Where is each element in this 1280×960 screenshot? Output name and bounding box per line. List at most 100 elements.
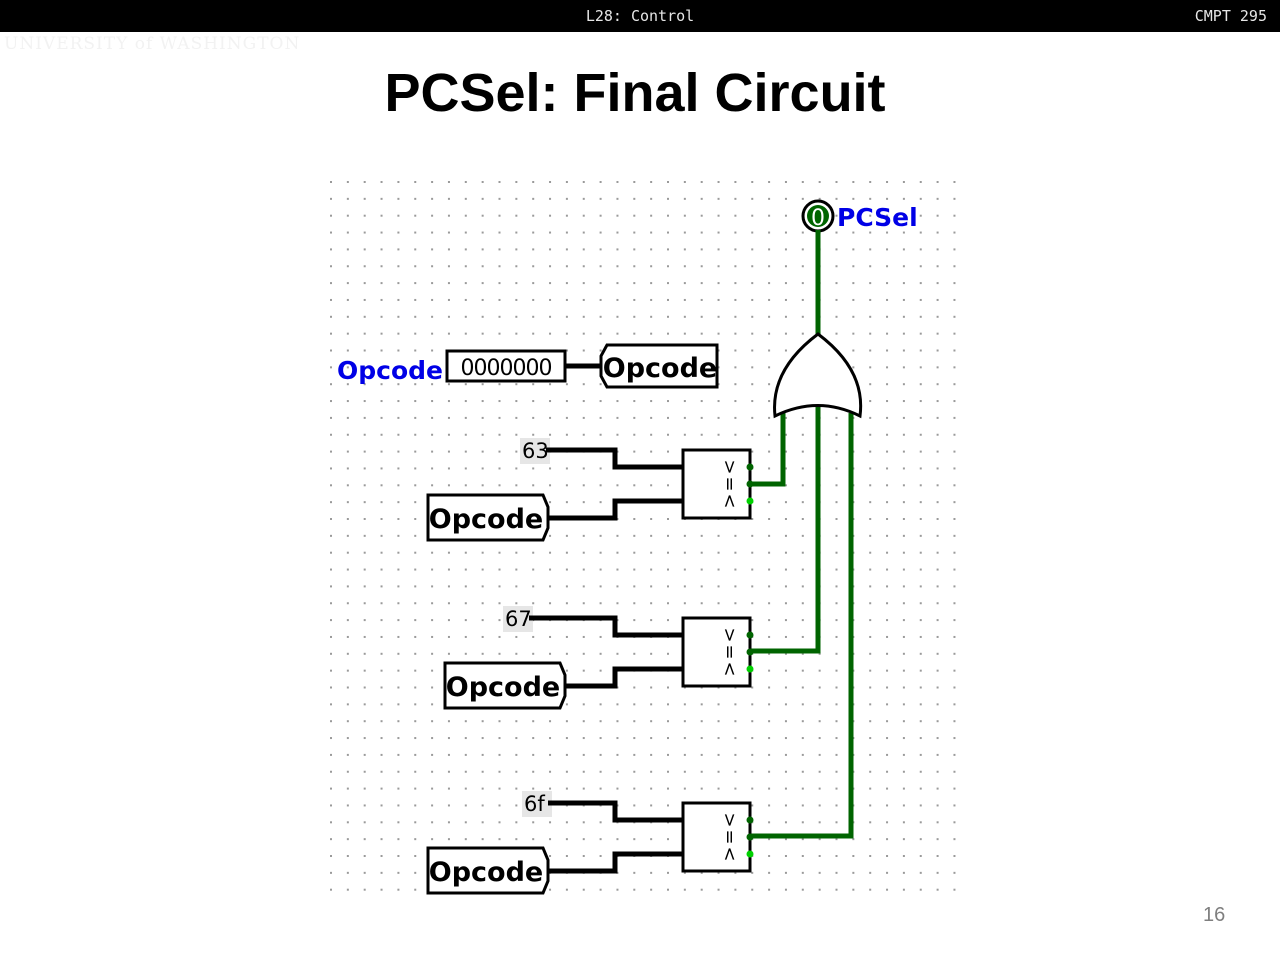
grid-dot (515, 197, 518, 200)
grid-dot (481, 551, 484, 554)
comparator-pin (746, 497, 754, 505)
grid-dot (431, 787, 434, 790)
grid-dot (515, 214, 518, 217)
comparator[interactable] (681, 616, 752, 688)
grid-dot (380, 871, 383, 874)
grid-dot (852, 888, 855, 891)
grid-dot (784, 619, 787, 622)
grid-dot (768, 265, 771, 268)
grid-dot (346, 248, 349, 251)
grid-dot (397, 551, 400, 554)
grid-dot (784, 484, 787, 487)
grid-dot (397, 383, 400, 386)
grid-dot (650, 686, 653, 689)
grid-dot (599, 349, 602, 352)
grid-dot (902, 855, 905, 857)
grid-dot (549, 265, 552, 268)
grid-dot (464, 753, 467, 756)
grid-dot (582, 467, 585, 470)
grid-dot (852, 332, 855, 335)
grid-dot (447, 298, 450, 301)
grid-dot (464, 551, 467, 554)
grid-dot (582, 332, 585, 335)
grid-dot (801, 686, 804, 689)
grid-dot (464, 720, 467, 723)
grid-dot (532, 484, 535, 487)
grid-dot (481, 720, 484, 723)
grid-dot (700, 181, 703, 183)
grid-dot (481, 315, 484, 318)
grid-dot (667, 753, 669, 756)
grid-dot (380, 214, 383, 217)
grid-dot (886, 838, 889, 841)
grid-dot (330, 248, 332, 251)
grid-dot (784, 467, 787, 470)
grid-dot (667, 265, 669, 268)
grid-dot (936, 501, 939, 504)
grid-dot (363, 248, 366, 251)
grid-dot (481, 787, 484, 790)
grid-dot (650, 433, 653, 436)
grid-dot (902, 248, 905, 251)
grid-dot (818, 855, 821, 857)
comparator[interactable] (681, 801, 752, 873)
grid-dot (768, 635, 771, 638)
grid-dot (717, 315, 720, 318)
grid-dot (717, 282, 720, 285)
grid-dot (919, 838, 922, 841)
grid-dot (768, 366, 771, 369)
grid-dot (784, 518, 787, 520)
grid-dot (801, 433, 804, 436)
grid-dot (565, 888, 568, 891)
comparator-output-symbol: < (719, 661, 740, 676)
grid-dot (363, 298, 366, 301)
grid-dot (953, 568, 956, 571)
grid-dot (481, 737, 484, 740)
grid-dot (414, 534, 417, 537)
grid-dot (397, 366, 400, 369)
grid-dot (599, 568, 602, 571)
grid-dot (700, 770, 703, 773)
grid-dot (431, 737, 434, 740)
output-pin-pcsel[interactable]: 0 (801, 199, 835, 233)
grid-dot (751, 298, 754, 301)
grid-dot (481, 265, 484, 268)
grid-dot (397, 315, 400, 318)
grid-dot (902, 433, 905, 436)
grid-dot (447, 787, 450, 790)
grid-dot (919, 534, 922, 537)
grid-dot (650, 265, 653, 268)
grid-dot (414, 669, 417, 672)
grid-dot (565, 383, 568, 386)
or-gate[interactable] (773, 332, 863, 419)
grid-dot (700, 534, 703, 537)
grid-dot (481, 450, 484, 453)
grid-dot (902, 838, 905, 841)
grid-dot (549, 332, 552, 335)
grid-dot (582, 737, 585, 740)
grid-dot (734, 585, 737, 588)
grid-dot (734, 737, 737, 740)
grid-dot (869, 720, 872, 723)
grid-dot (869, 753, 872, 756)
grid-dot (346, 349, 349, 352)
grid-dot (700, 568, 703, 571)
grid-dot (751, 787, 754, 790)
grid-dot (734, 770, 737, 773)
grid-dot (734, 231, 737, 234)
grid-dot (683, 568, 686, 571)
grid-dot (919, 855, 922, 857)
grid-dot (565, 197, 568, 200)
grid-dot (886, 568, 889, 571)
grid-dot (869, 534, 872, 537)
grid-dot (835, 804, 838, 807)
grid-dot (936, 568, 939, 571)
grid-dot (397, 265, 400, 268)
grid-dot (380, 416, 383, 419)
grid-dot (886, 450, 889, 453)
comparator[interactable] (681, 448, 752, 520)
grid-dot (363, 821, 366, 824)
grid-dot (936, 433, 939, 436)
comparator-pin (746, 850, 754, 858)
grid-dot (582, 652, 585, 655)
